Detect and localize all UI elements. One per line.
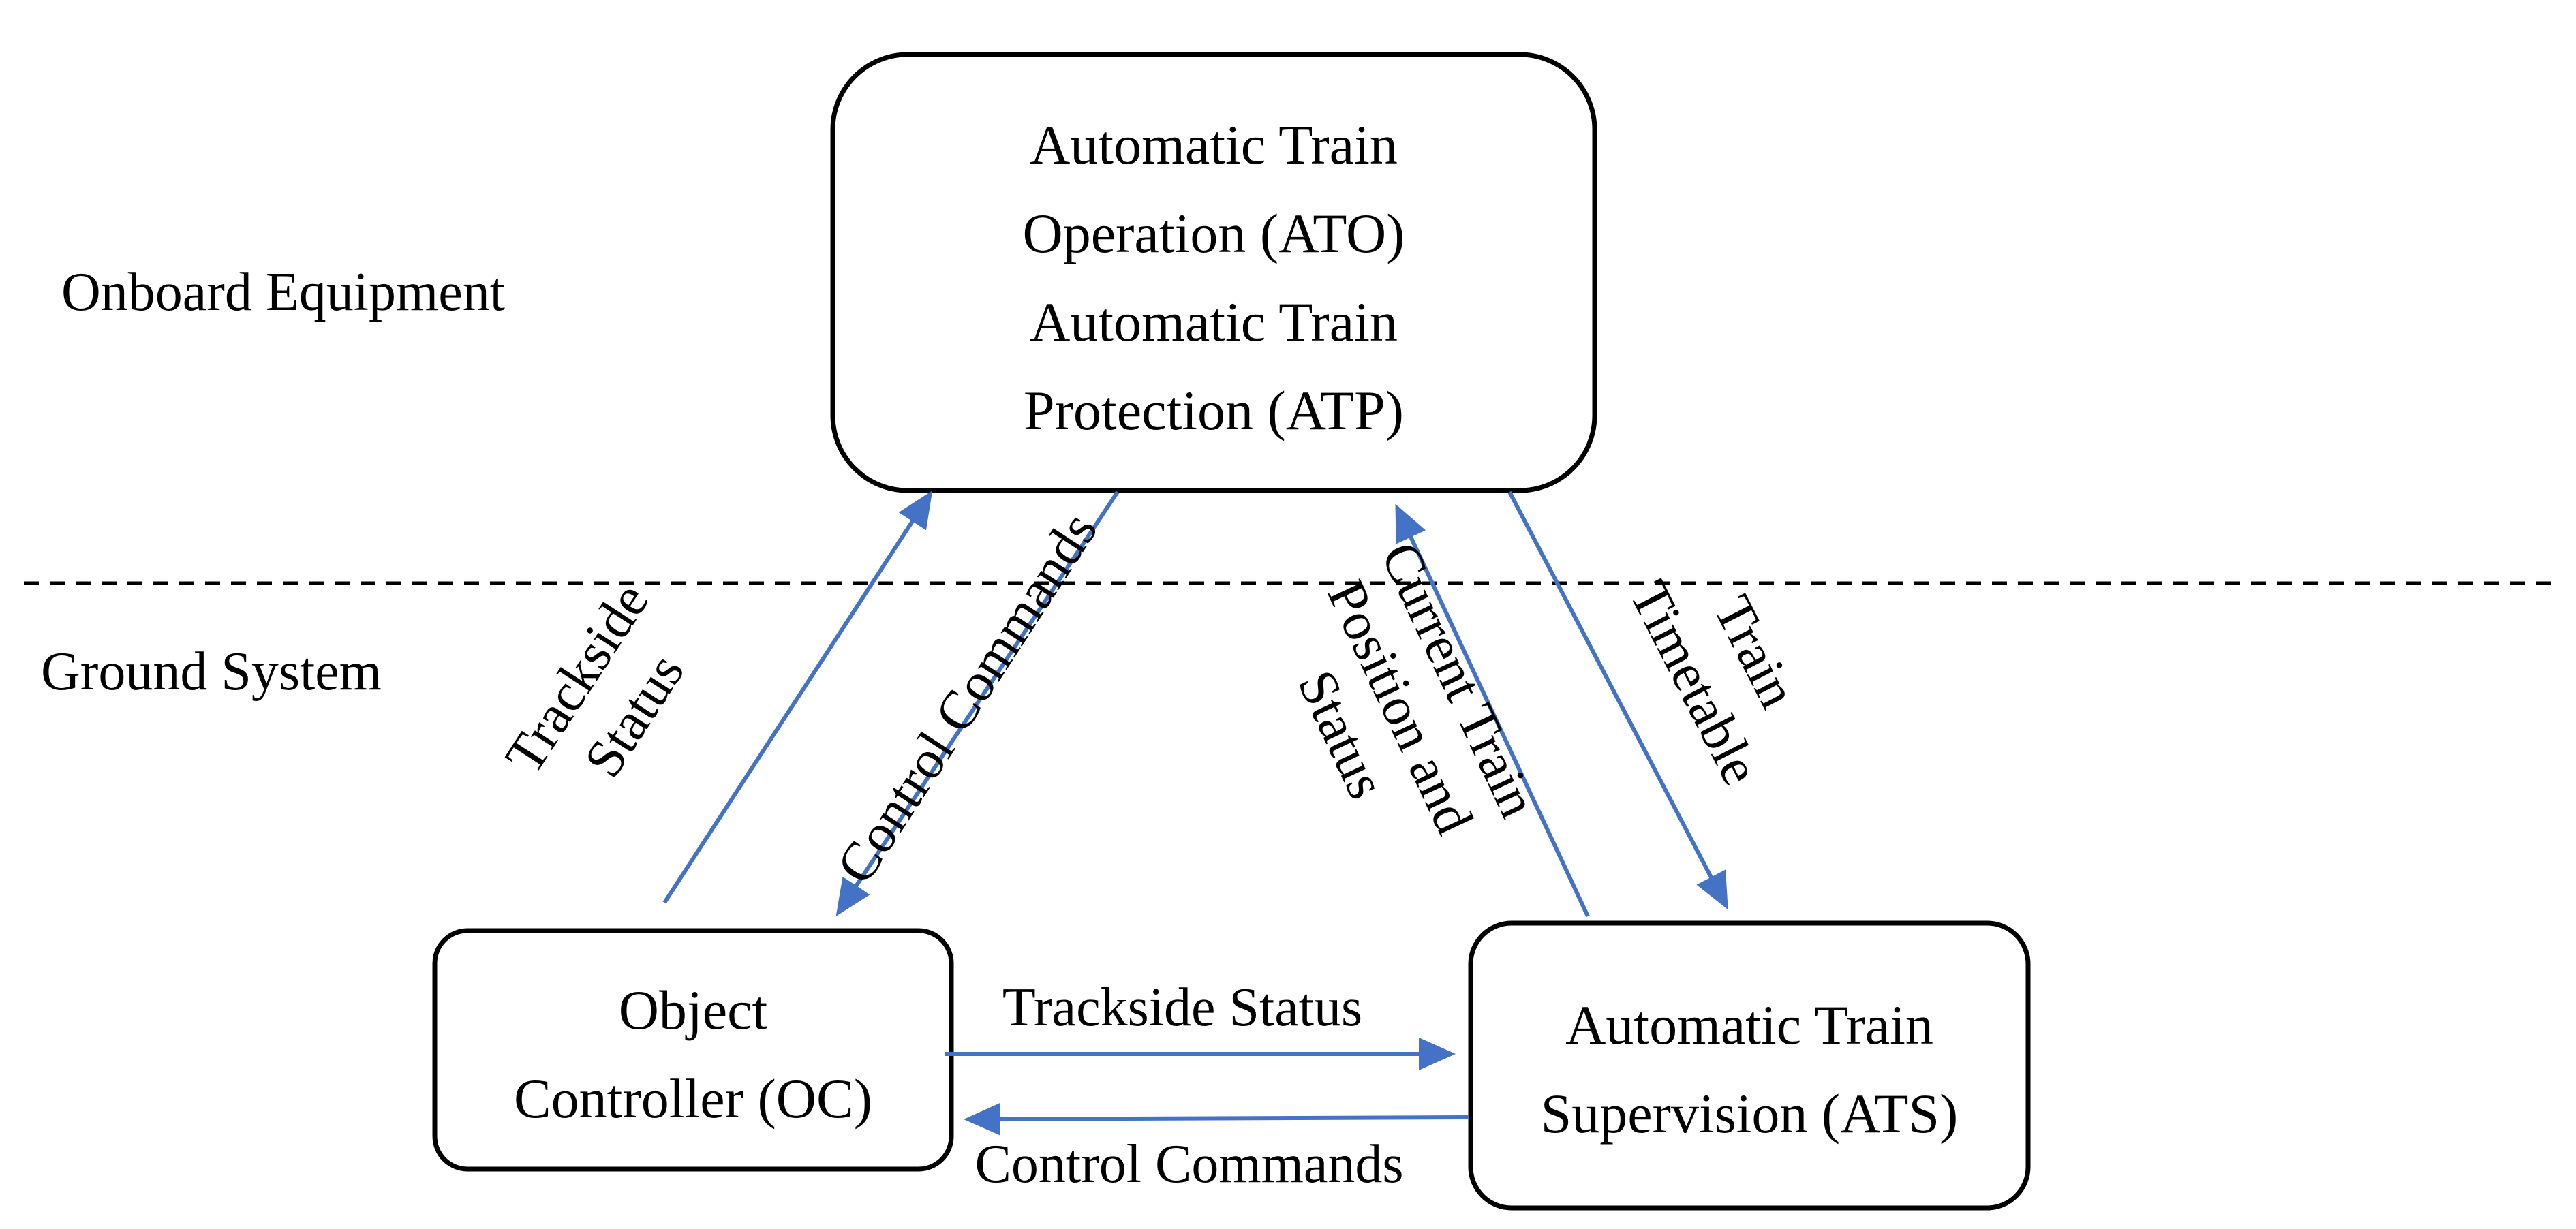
ats-box-line: Supervision (ATS) [1541, 1083, 1959, 1145]
oc-box-line: Controller (OC) [514, 1068, 872, 1130]
arrow-oc-to-onboard [662, 490, 933, 904]
ats-box: Automatic Train Supervision (ATS) [1468, 920, 2031, 1211]
arrow-ats-to-oc [964, 1102, 1470, 1136]
edge-label-trackside-status-up: Trackside Status [494, 573, 696, 788]
oc-box-line: Object [619, 979, 768, 1041]
ground-system-label: Ground System [41, 642, 382, 702]
object-controller-box: Object Controller (OC) [432, 928, 954, 1172]
edge-label-trackside-status-horizontal: Trackside Status [1002, 978, 1362, 1038]
arrow-ats-to-onboard [1395, 503, 1590, 918]
oc-box-border [432, 928, 954, 1172]
edge-label-line: Control Commands [825, 502, 1109, 894]
onboard-equipment-label: Onboard Equipment [61, 262, 505, 322]
onboard-box-line: Operation (ATO) [1023, 202, 1405, 264]
onboard-box-line: Automatic Train [1030, 114, 1398, 176]
arrow-onboard-to-ats [1507, 491, 1728, 910]
ats-box-border [1468, 920, 2031, 1211]
onboard-box-line: Automatic Train [1030, 291, 1398, 353]
onboard-box-line: Protection (ATP) [1024, 379, 1404, 441]
arrow-onboard-to-oc [835, 491, 1120, 916]
edge-label-train-timetable: Train Timetable [1618, 572, 1808, 794]
edge-label-control-commands-horizontal: Control Commands [975, 1134, 1404, 1194]
edge-label-control-commands-down: Control Commands [825, 502, 1109, 894]
ats-box-line: Automatic Train [1565, 994, 1933, 1056]
onboard-box-border [830, 52, 1597, 493]
edge-label-current-train-position: Current Train Position and Status [1286, 533, 1548, 843]
onboard-equipment-box: Automatic Train Operation (ATO) Automati… [830, 52, 1597, 493]
